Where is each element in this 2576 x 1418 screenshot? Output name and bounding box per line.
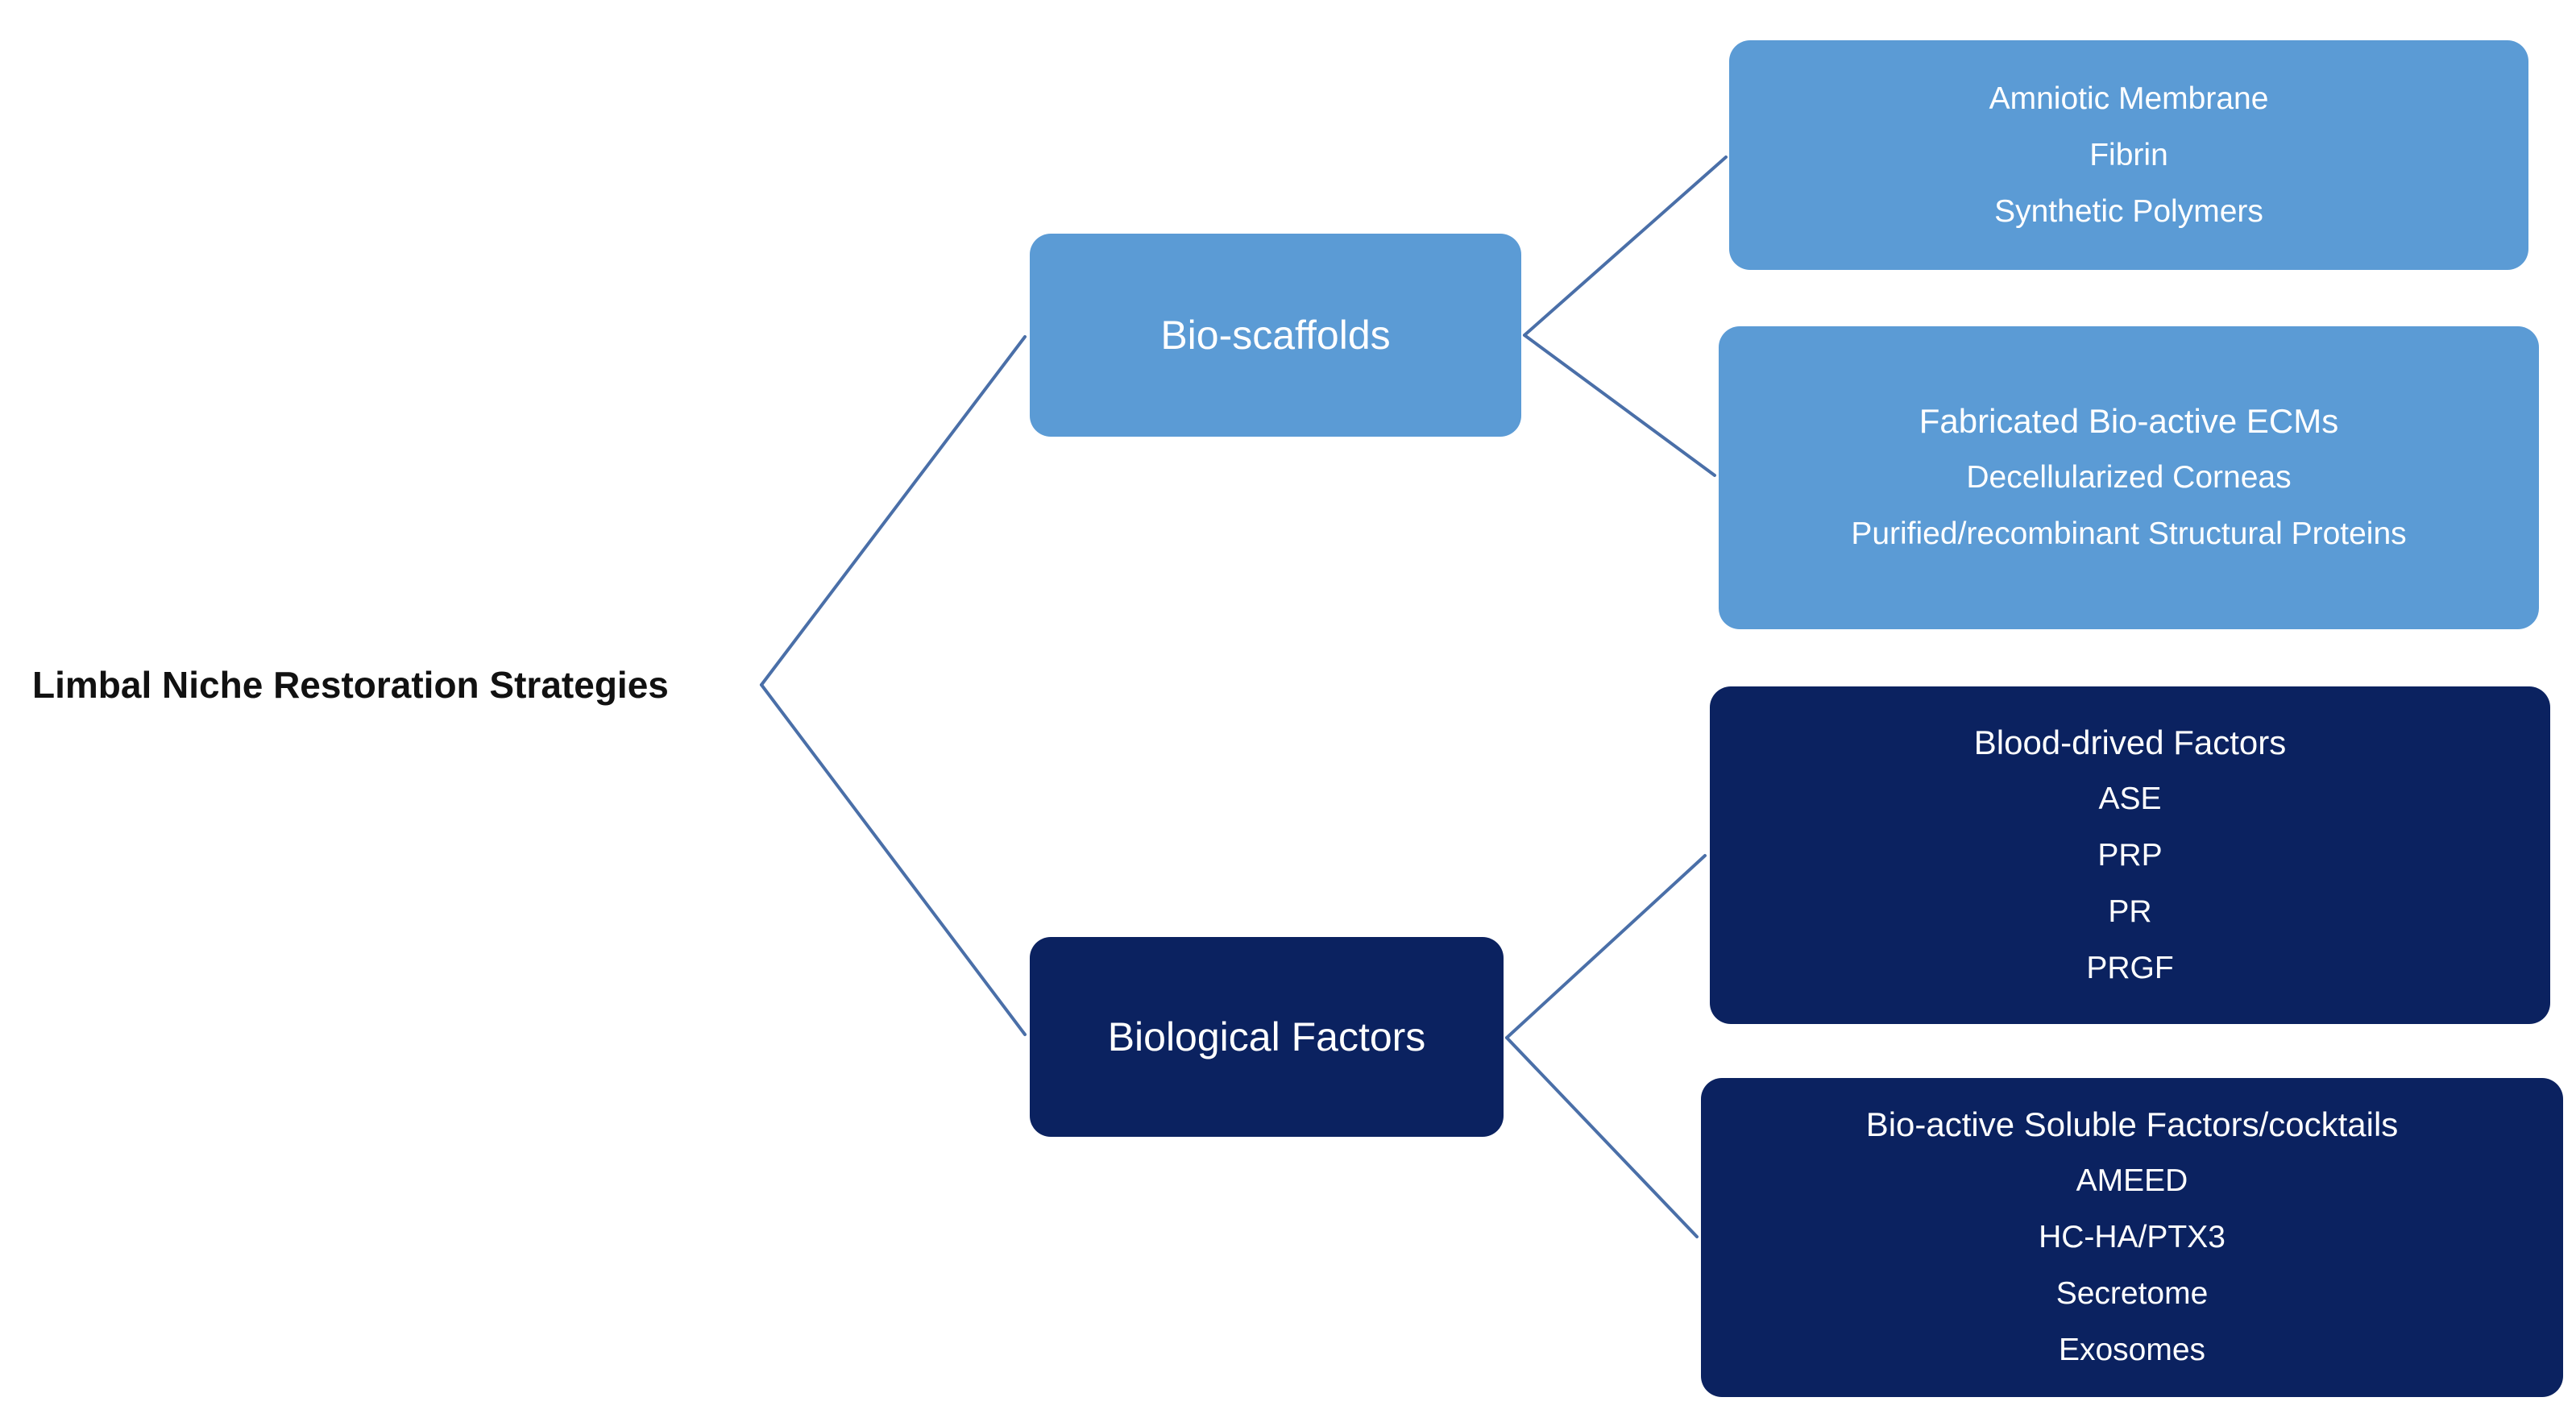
leaf-item: AMEED — [2076, 1163, 2188, 1198]
connector-bio-scaffolds-to-leaf-1 — [1523, 155, 1728, 337]
connector-biological-factors-to-leaf-2 — [1505, 1036, 1699, 1238]
leaf-item: ASE — [2098, 781, 2162, 816]
connector-biological-factors-to-leaf-1 — [1505, 854, 1707, 1039]
biological-factors-node: Biological Factors — [1030, 937, 1504, 1137]
leaf-item: Amniotic Membrane — [1989, 81, 2269, 116]
root-title: Limbal Niche Restoration Strategies — [32, 664, 669, 706]
leaf-item: Secretome — [2055, 1276, 2209, 1311]
bio-scaffolds-label: Bio-scaffolds — [1160, 313, 1391, 358]
bio-scaffolds-node: Bio-scaffolds — [1030, 234, 1521, 437]
leaf-item: Decellularized Corneas — [1966, 460, 2292, 495]
biological-factors-label: Biological Factors — [1107, 1014, 1426, 1059]
soluble-factors-box: Bio-active Soluble Factors/cocktails AME… — [1701, 1078, 2563, 1397]
leaf-title: Blood-drived Factors — [1973, 723, 2287, 761]
leaf-title: Bio-active Soluble Factors/cocktails — [1865, 1105, 2399, 1143]
leaf-title: Fabricated Bio-active ECMs — [1919, 402, 2339, 440]
leaf-item: PRGF — [2086, 950, 2174, 985]
connector-bio-scaffolds-to-leaf-2 — [1523, 334, 1716, 477]
leaf-item: PR — [2108, 894, 2152, 929]
leaf-item: Synthetic Polymers — [1994, 193, 2263, 229]
leaf-item: Exosomes — [2058, 1333, 2206, 1367]
blood-derived-factors-box: Blood-drived Factors ASE PRP PR PRGF — [1710, 686, 2550, 1024]
fabricated-ecms-box: Fabricated Bio-active ECMs Decellularize… — [1719, 326, 2539, 629]
leaf-item: Purified/recombinant Structural Proteins — [1851, 516, 2407, 551]
connector-root-to-bio-scaffolds — [760, 335, 1027, 686]
scaffold-materials-box: Amniotic Membrane Fibrin Synthetic Polym… — [1729, 40, 2528, 270]
connector-root-to-biological-factors — [760, 683, 1027, 1036]
leaf-item: HC-HA/PTX3 — [2039, 1220, 2225, 1254]
leaf-item: PRP — [2097, 837, 2163, 873]
leaf-item: Fibrin — [2089, 137, 2168, 172]
